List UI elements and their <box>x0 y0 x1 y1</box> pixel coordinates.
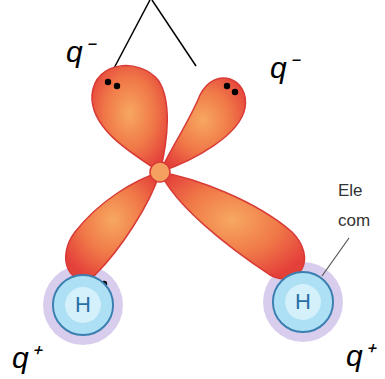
bonding-orbital <box>66 172 160 279</box>
pointer-line <box>152 0 196 66</box>
lone-pair-orbital <box>160 78 245 172</box>
annotation-label: Ele com <box>338 176 382 236</box>
atom-symbol: H <box>75 292 91 318</box>
pointer-line <box>112 0 150 72</box>
bonding-orbital <box>160 172 305 279</box>
hydrogen-atom: H <box>51 273 115 337</box>
charge-label: q⁺ <box>12 336 39 377</box>
leader-line <box>322 238 349 276</box>
charge-label: q⁺ <box>346 334 373 375</box>
charge-label: q⁻ <box>270 46 297 87</box>
atom-symbol: H <box>295 289 311 315</box>
electron <box>105 79 111 85</box>
lone-pair-orbital <box>92 66 167 172</box>
charge-label: q⁻ <box>66 30 93 71</box>
electron <box>232 89 238 95</box>
electron <box>224 83 230 89</box>
oxygen-nucleus <box>150 162 170 182</box>
hydrogen-atom: H <box>271 270 335 334</box>
electron <box>114 83 120 89</box>
bond-halo <box>43 265 123 345</box>
